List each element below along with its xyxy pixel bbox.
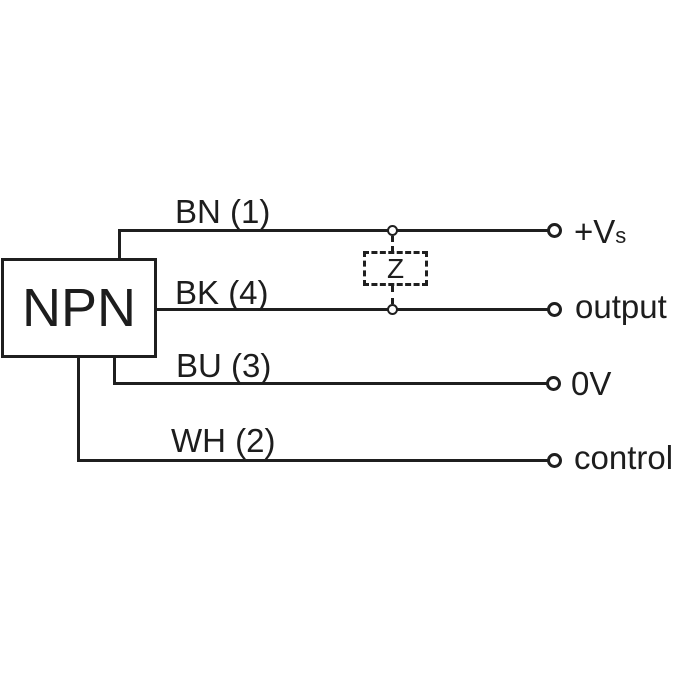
terminal-label-control: control [574, 439, 674, 476]
bu-wire-line [113, 382, 547, 385]
terminal-label-vs: +Vs [574, 215, 626, 248]
npn-device-box: NPN [1, 258, 157, 358]
bu-wire-riser-line [113, 356, 116, 385]
load-dashed-connector-bottom [391, 286, 394, 304]
terminal-circle-control [547, 453, 562, 468]
terminal-circle-output [547, 302, 562, 317]
terminal-label-0v: 0V [571, 365, 612, 402]
junction-dot-output-line [387, 304, 398, 315]
wh-wire-riser-line [77, 356, 80, 462]
terminal-circle-0v [546, 376, 561, 391]
npn-device-label: NPN [21, 278, 136, 338]
wire-label-bk: BK (4) [175, 274, 269, 311]
terminal-label-vs-subscript: s [615, 223, 627, 248]
bk-wire-line [155, 308, 549, 311]
wire-label-wh: WH (2) [171, 422, 276, 459]
load-impedance-box: Z [363, 251, 428, 286]
bn-wire-riser-line [118, 229, 121, 261]
bn-wire-line [118, 229, 549, 232]
wh-wire-line [77, 459, 549, 462]
terminal-circle-vs [547, 223, 562, 238]
load-impedance-label: Z [386, 252, 405, 284]
load-dashed-connector-top [391, 236, 394, 252]
terminal-label-vs-main: +V [574, 213, 616, 250]
terminal-label-output: output [575, 288, 667, 325]
junction-dot-vs-line [387, 225, 398, 236]
wire-label-bn: BN (1) [175, 193, 271, 230]
wire-label-bu: BU (3) [176, 347, 272, 384]
